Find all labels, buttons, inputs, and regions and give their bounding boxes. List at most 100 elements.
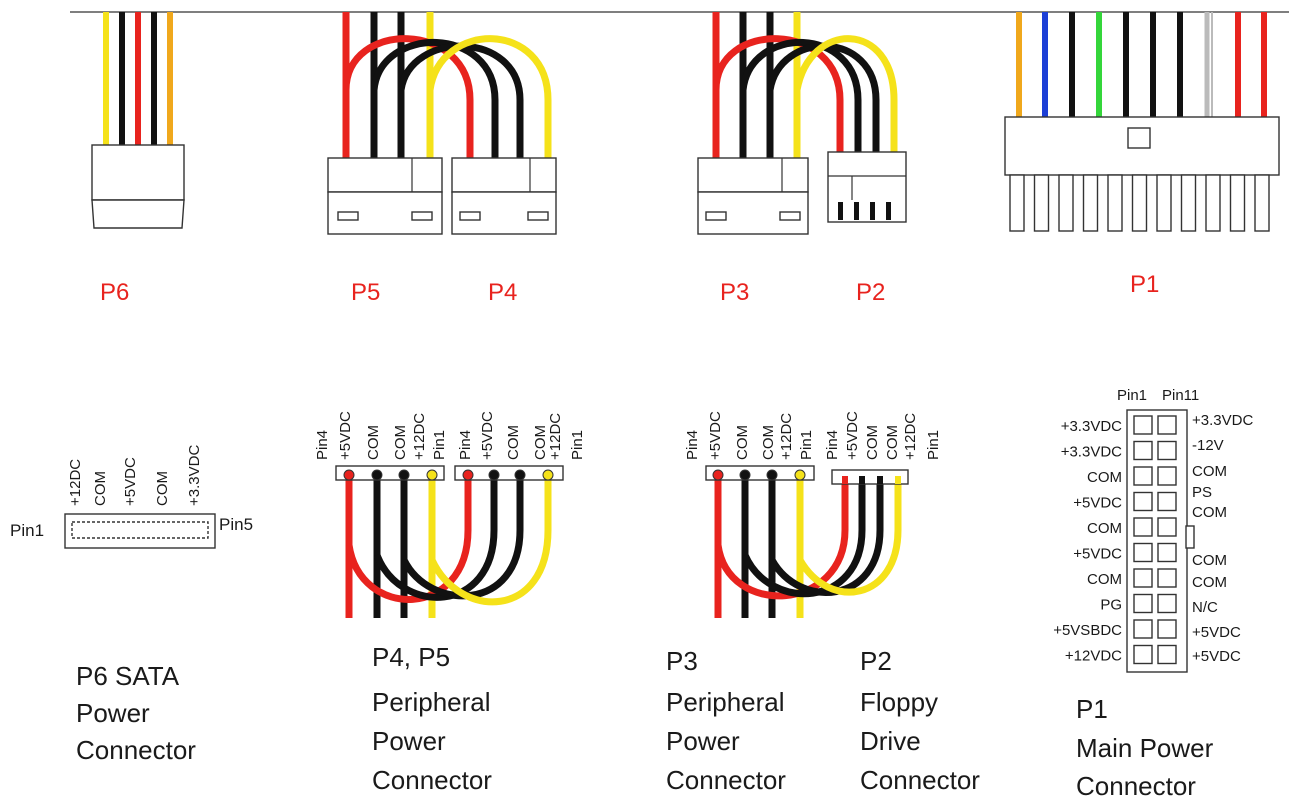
p1-pin-socket bbox=[1133, 440, 1153, 461]
sata-pin-label: +12DC bbox=[67, 459, 84, 506]
p5-pin-label: Pin4 bbox=[314, 430, 331, 460]
caption-line: Connector bbox=[666, 765, 786, 795]
caption-line: Drive bbox=[860, 726, 921, 756]
p1-left-pin-label: COM bbox=[1087, 469, 1122, 486]
p4-pin-label: COM bbox=[532, 425, 549, 460]
p1-pin-socket bbox=[1157, 644, 1177, 665]
p1-pin-socket bbox=[1157, 491, 1177, 512]
p1-pin-socket bbox=[1157, 440, 1177, 461]
p6-label: P6 bbox=[100, 279, 129, 306]
sata-pin-label: COM bbox=[92, 471, 109, 506]
p1-right-pin-label: COM bbox=[1192, 504, 1227, 521]
p3-pin-label: Pin4 bbox=[684, 430, 701, 460]
p1-pin-socket bbox=[1133, 415, 1153, 435]
p1-pin-socket bbox=[1157, 466, 1177, 486]
p3-pin-label: COM bbox=[734, 425, 751, 460]
p5-p4-connector-drawing bbox=[327, 12, 557, 235]
sata-pin-label: +3.3VDC bbox=[186, 445, 203, 506]
p1-pin-tail bbox=[1205, 174, 1221, 232]
p5-pin-label: +5VDC bbox=[337, 411, 354, 460]
caption-line: Floppy bbox=[860, 687, 938, 717]
p1-label: P1 bbox=[1130, 271, 1159, 298]
p1-connector-drawing bbox=[1004, 12, 1280, 232]
p1-caption: P1 Main Power Connector bbox=[1076, 694, 1214, 801]
p4-pin-label: +12DC bbox=[547, 413, 564, 460]
p1-right-pin-label: N/C bbox=[1192, 599, 1218, 616]
p4-pin-label: Pin1 bbox=[569, 430, 586, 460]
p1-right-pin-label: PS bbox=[1192, 484, 1212, 501]
p4-pin-label: COM bbox=[505, 425, 522, 460]
caption-line: P4, P5 bbox=[372, 642, 450, 672]
p1-pin-socket bbox=[1157, 415, 1177, 435]
p1-pin-socket bbox=[1133, 568, 1153, 588]
p1-pin-socket bbox=[1157, 619, 1177, 639]
p3-pin-label: Pin1 bbox=[798, 430, 815, 460]
p1-pin-tail bbox=[1009, 174, 1025, 232]
p1-pin-socket bbox=[1157, 517, 1177, 537]
p6-caption: P6 SATA Power Connector bbox=[76, 661, 196, 765]
caption-line: Power bbox=[372, 726, 446, 756]
p1-pin1-label: Pin1 bbox=[1117, 387, 1147, 404]
p1-pin-tail bbox=[1131, 174, 1148, 232]
sata-pin1-label: Pin1 bbox=[10, 521, 44, 540]
sata-pin5-label: Pin5 bbox=[219, 515, 253, 534]
p2-pin-label: Pin4 bbox=[824, 430, 841, 460]
p1-right-pin-label: +5VDC bbox=[1192, 624, 1241, 641]
p1-right-pin-label: COM bbox=[1192, 574, 1227, 591]
p4-p5-caption: P4, P5 Peripheral Power Connector bbox=[372, 642, 492, 795]
p1-left-pin-label: COM bbox=[1087, 571, 1122, 588]
p1-pin-socket bbox=[1133, 466, 1153, 486]
p3-caption: P3 Peripheral Power Connector bbox=[666, 646, 786, 795]
p1-left-pin-label: +5VDC bbox=[1073, 495, 1122, 512]
caption-line: P1 bbox=[1076, 694, 1108, 724]
caption-line: Connector bbox=[76, 735, 196, 765]
p1-pin-socket bbox=[1133, 593, 1153, 614]
p1-left-pin-label: +5VDC bbox=[1073, 546, 1122, 563]
p1-left-pin-label: PG bbox=[1100, 597, 1122, 614]
p2-pin-label: +5VDC bbox=[844, 411, 861, 460]
caption-line: Main Power bbox=[1076, 733, 1214, 763]
p1-pin11-label: Pin11 bbox=[1162, 387, 1199, 404]
p1-pin-socket bbox=[1133, 491, 1153, 512]
caption-line: Connector bbox=[860, 765, 980, 795]
p4-label: P4 bbox=[488, 279, 517, 306]
p1-pin-tail bbox=[1229, 174, 1246, 232]
caption-line: Connector bbox=[372, 765, 492, 795]
caption-line: Peripheral bbox=[372, 687, 491, 717]
caption-line: Power bbox=[666, 726, 740, 756]
p3-label: P3 bbox=[720, 279, 749, 306]
p4-pin-label: Pin4 bbox=[457, 430, 474, 460]
p1-pin-tail bbox=[1058, 174, 1074, 232]
p3-pin-label: +12DC bbox=[778, 413, 795, 460]
p3-p2-connector-drawing bbox=[697, 12, 907, 235]
p2-pin-label: COM bbox=[884, 425, 901, 460]
p1-pin-tail bbox=[1033, 174, 1050, 232]
p1-pin-tail bbox=[1082, 174, 1099, 232]
p1-pin-tail bbox=[1254, 174, 1270, 232]
p5-label: P5 bbox=[351, 279, 380, 306]
caption-line: P3 bbox=[666, 646, 698, 676]
p1-pin-socket bbox=[1157, 593, 1177, 614]
caption-line: Power bbox=[76, 698, 150, 728]
sata-pin-label: COM bbox=[154, 471, 171, 506]
p3-pin-label: +5VDC bbox=[707, 411, 724, 460]
p2-pin-label: COM bbox=[864, 425, 881, 460]
p2-pin-label: Pin1 bbox=[925, 430, 942, 460]
p1-left-pin-label: COM bbox=[1087, 520, 1122, 537]
p2-caption: P2 Floppy Drive Connector bbox=[860, 646, 980, 795]
p5-pin-label: +12DC bbox=[411, 413, 428, 460]
sata-pin-label: +5VDC bbox=[122, 457, 139, 506]
p5-pin-label: COM bbox=[392, 425, 409, 460]
caption-line: Peripheral bbox=[666, 687, 785, 717]
p2-pin-label: +12DC bbox=[902, 413, 919, 460]
p5-p4-pinout: Pin4 +5VDC COM COM +12DC Pin1 Pin4 +5VDC… bbox=[314, 411, 586, 618]
p1-pin-tail bbox=[1180, 174, 1197, 232]
p1-left-pin-label: +5VSBDC bbox=[1053, 622, 1122, 639]
caption-line: Connector bbox=[1076, 771, 1196, 801]
p1-left-pin-label: +12VDC bbox=[1065, 648, 1122, 665]
caption-line: P6 SATA bbox=[76, 661, 180, 691]
p2-label: P2 bbox=[856, 279, 885, 306]
p1-right-pin-label: -12V bbox=[1192, 437, 1224, 454]
p3-p2-pinout: Pin4 +5VDC COM COM +12DC Pin1 Pin4 +5VDC… bbox=[684, 411, 942, 618]
